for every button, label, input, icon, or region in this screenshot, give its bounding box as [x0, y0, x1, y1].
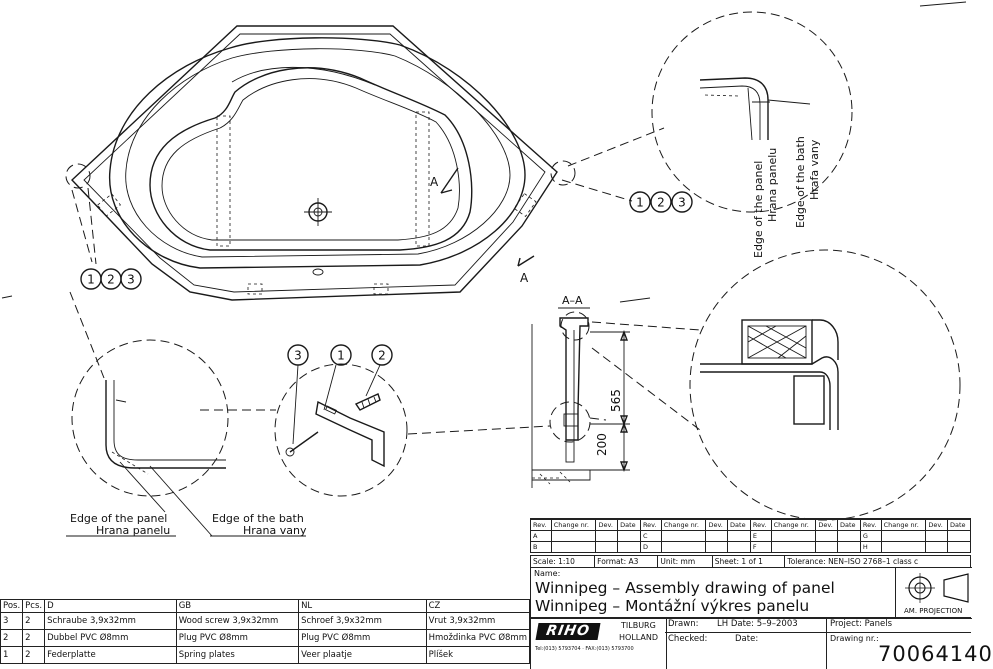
company-country: HOLLAND: [619, 633, 659, 642]
format-cell: Format: A3: [594, 555, 659, 568]
projection-box: AM. PROJECTION: [895, 567, 972, 619]
pos-header: Pos.: [0, 599, 24, 613]
stray-marks: [1, 1, 967, 303]
tolerance-cell: Tolerance: NEN–ISO 2768–1 class c: [784, 555, 971, 568]
drawing-title-line-2: Winnipeg – Montážní výkres panelu: [535, 597, 810, 615]
rev-header: Rev.: [859, 518, 882, 531]
checked-date-label: Date:: [735, 634, 759, 644]
project-label: Project: Panels: [830, 619, 893, 629]
bubble-1: 1: [636, 196, 644, 210]
company-city: TILBURG: [621, 621, 656, 630]
edge-panel-label-cz: Hrana panelu: [96, 524, 170, 537]
bathtub-plan-view: [65, 25, 576, 301]
rev-cell: B: [530, 540, 552, 553]
section-marker-upper: A: [430, 175, 439, 189]
date-header: Date: [617, 518, 641, 531]
rev-cell: F: [749, 540, 772, 553]
date-header: Date: [727, 518, 751, 531]
bubble-3: 3: [294, 349, 302, 363]
section-title: A–A: [562, 294, 583, 307]
table-row: 2 2 Dubbel PVC Ø8mm Plug PVC Ø8mm Plug P…: [0, 629, 531, 647]
lang-nl-header: NL: [298, 599, 427, 613]
projection-symbol-icon: [905, 573, 969, 603]
rev-cell: H: [859, 540, 882, 553]
edge-panel-label-cz: Hrana panelu: [766, 148, 779, 222]
dev-header: Dev.: [815, 518, 838, 531]
rev-cell: E: [749, 529, 772, 542]
rev-cell: G: [859, 529, 882, 542]
detail-view-left: Edge of the panel Hrana panelu Edge of t…: [66, 339, 307, 537]
lang-gb-header: GB: [175, 599, 300, 613]
change-nr-header: Change nr.: [550, 518, 597, 531]
section-cut-markers: A A: [430, 167, 535, 285]
drawn-box: Drawn: LH Date: 5–9–2003 Checked: Date:: [665, 617, 827, 669]
edge-panel-label-en: Edge of the panel: [752, 161, 765, 258]
dimension-lower: 200: [595, 433, 609, 456]
callout-bubbles-left: 1 2 3: [80, 268, 142, 290]
edge-bath-label-en: Edge of the bath: [794, 136, 807, 228]
name-label: Name:: [534, 569, 561, 578]
dev-header: Dev.: [595, 518, 619, 531]
revision-table: Rev. Change nr. Dev. Date Rev. Change nr…: [530, 518, 972, 553]
bubble-3: 3: [678, 196, 686, 210]
bubble-1: 1: [337, 349, 345, 363]
edge-panel-label-en: Edge of the panel: [70, 512, 167, 525]
table-row: 3 2 Schraube 3,9x32mm Wood screw 3,9x32m…: [0, 612, 531, 630]
dev-header: Dev.: [925, 518, 948, 531]
company-box: RIHO TILBURG HOLLAND Tel:(013) 5793704 ·…: [530, 617, 667, 669]
lang-d-header: D: [44, 599, 177, 613]
bubble-1: 1: [87, 273, 95, 287]
bubble-2: 2: [657, 196, 665, 210]
fixing-detail-view: 3 1 2: [274, 344, 408, 497]
edge-bath-label-cz: Hrafa vany: [808, 139, 821, 200]
bubble-2: 2: [378, 349, 386, 363]
bubble-2: 2: [107, 273, 115, 287]
scale-cell: Scale: 1:10: [529, 555, 596, 568]
rev-header: Rev.: [749, 518, 772, 531]
unit-cell: Unit: mm: [657, 555, 713, 568]
change-nr-header: Change nr.: [660, 518, 707, 531]
section-marker-lower: A: [520, 271, 529, 285]
dev-header: Dev.: [705, 518, 729, 531]
rev-header: Rev.: [639, 518, 662, 531]
rev-cell: D: [639, 540, 662, 553]
checked-label: Checked:: [668, 634, 708, 644]
projection-label: AM. PROJECTION: [904, 607, 963, 615]
technical-drawing: A A 1 2 3 1 2 3: [1, 1, 967, 537]
table-row: 1 2 Federplatte Spring plates Veer plaat…: [0, 646, 531, 664]
change-nr-header: Change nr.: [880, 518, 927, 531]
parts-list-table: Pos. Pcs. D GB NL CZ 3 2 Schraube 3,9x32…: [0, 599, 531, 664]
section-a-a-view: A–A 565 200: [531, 294, 630, 488]
rev-header: Rev.: [530, 518, 552, 531]
section-magnified-detail: [689, 249, 961, 521]
date-header: Date: [946, 518, 972, 531]
dimension-upper: 565: [609, 389, 623, 412]
rev-cell: C: [639, 529, 662, 542]
edge-bath-label-en: Edge of the bath: [212, 512, 304, 525]
leader-lines: [69, 127, 701, 435]
pcs-header: Pcs.: [22, 599, 46, 613]
title-block-name: Name: Winnipeg – Assembly drawing of pan…: [530, 567, 896, 619]
company-contact: Tel:(013) 5793704 · FAX:(013) 5793700: [535, 646, 634, 652]
callout-bubbles-right: 1 2 3: [629, 191, 693, 213]
date-header: Date: [837, 518, 861, 531]
edge-bath-label-cz: Hrana vany: [243, 524, 307, 537]
riho-logo: RIHO: [535, 623, 601, 640]
drawn-label: Drawn:: [668, 619, 699, 629]
bubble-3: 3: [127, 273, 135, 287]
drawing-number: 70064140: [878, 642, 993, 666]
drawing-nr-label: Drawing nr.:: [830, 634, 879, 643]
detail-view-top-right: Edge of the panel Hrana panelu Edge of t…: [651, 11, 853, 258]
drawing-title-line-1: Winnipeg – Assembly drawing of panel: [535, 579, 835, 597]
lang-cz-header: CZ: [425, 599, 531, 613]
change-nr-header: Change nr.: [770, 518, 817, 531]
rev-cell: A: [530, 529, 552, 542]
drawn-value: LH Date: 5–9–2003: [717, 619, 798, 629]
sheet-cell: Sheet: 1 of 1: [711, 555, 786, 568]
project-box: Project: Panels Drawing nr.: 70064140: [826, 617, 992, 669]
